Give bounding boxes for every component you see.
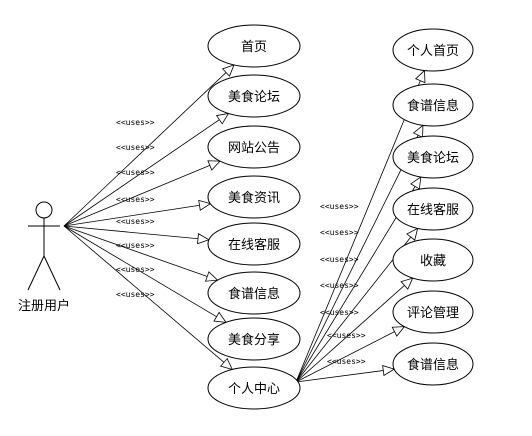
- primary-association-line: [63, 225, 233, 370]
- primary-stereotype-label: <<uses>>: [116, 265, 155, 274]
- use-case-label: 食谱信息: [407, 98, 459, 114]
- use-case-ellipse[interactable]: [207, 24, 301, 68]
- primary-association-line: [63, 225, 227, 323]
- center-association-line: [295, 326, 405, 383]
- primary-arrow-head: [215, 112, 230, 125]
- center-use-case-comment-manage[interactable]: 评论管理: [392, 290, 474, 334]
- use-case-ellipse[interactable]: [207, 366, 301, 410]
- primary-use-case-food-news[interactable]: 美食资讯: [207, 175, 301, 219]
- use-case-label: 在线客服: [407, 202, 459, 218]
- use-case-label: 个人首页: [407, 44, 459, 59]
- primary-stereotype-label: <<uses>>: [116, 195, 155, 204]
- primary-stereotype-label: <<uses>>: [116, 290, 155, 299]
- primary-association-line: [63, 225, 209, 241]
- use-case-layer: 首页美食论坛网站公告美食资讯在线客服食谱信息美食分享个人中心个人首页食谱信息美食…: [207, 24, 474, 410]
- center-arrow-head: [391, 326, 406, 337]
- center-use-case-favorites[interactable]: 收藏: [392, 238, 474, 282]
- primary-use-case-online-service[interactable]: 在线客服: [207, 222, 301, 266]
- center-arrow-head: [382, 365, 396, 377]
- primary-association-line: [63, 113, 229, 227]
- primary-arrow-head: [198, 199, 212, 211]
- primary-arrow-head: [221, 64, 235, 77]
- primary-use-case-site-notice[interactable]: 网站公告: [207, 125, 301, 169]
- use-case-label: 美食论坛: [407, 150, 459, 166]
- primary-stereotype-label: <<uses>>: [116, 118, 155, 127]
- actor-right-leg: [43, 255, 61, 291]
- center-use-case-personal-home[interactable]: 个人首页: [392, 28, 474, 72]
- center-stereotype-label: <<uses>>: [320, 255, 359, 264]
- center-stereotype-label: <<uses>>: [320, 308, 359, 317]
- primary-association-line: [63, 64, 235, 227]
- primary-use-case-recipe-info[interactable]: 食谱信息: [207, 271, 301, 315]
- use-case-ellipse[interactable]: [392, 187, 474, 231]
- use-case-label: 网站公告: [228, 141, 280, 156]
- center-stereotype-label: <<uses>>: [327, 357, 366, 366]
- primary-arrow-head: [219, 357, 234, 371]
- actor-left-leg: [27, 255, 45, 291]
- primary-arrow-head: [213, 311, 227, 323]
- use-case-label: 食谱信息: [407, 357, 459, 373]
- primary-stereotype-label: <<uses>>: [116, 168, 155, 177]
- use-case-label: 首页: [241, 40, 267, 55]
- center-association-line: [295, 368, 395, 383]
- primary-arrow-head: [197, 233, 210, 245]
- center-arrow-head: [406, 227, 419, 241]
- center-arrow-head: [414, 69, 426, 84]
- center-stereotype-label: <<uses>>: [327, 331, 366, 340]
- primary-stereotype-label: <<uses>>: [116, 217, 155, 226]
- center-use-case-center-food-forum[interactable]: 美食论坛: [392, 135, 474, 179]
- use-case-ellipse[interactable]: [392, 238, 474, 282]
- use-case-ellipse[interactable]: [207, 317, 301, 361]
- primary-association-line: [63, 225, 218, 281]
- center-association-line: [295, 277, 413, 383]
- use-case-label: 美食分享: [228, 332, 280, 348]
- use-case-ellipse[interactable]: [392, 290, 474, 334]
- center-use-case-center-online-service[interactable]: 在线客服: [392, 187, 474, 231]
- primary-use-case-home[interactable]: 首页: [207, 24, 301, 68]
- association-layer: <<uses>> <<uses>> <<uses>> <<uses>> <<uses>>…: [63, 64, 426, 383]
- center-stereotype-label: <<uses>>: [320, 281, 359, 290]
- center-arrow-head: [410, 176, 422, 190]
- primary-use-case-food-share[interactable]: 美食分享: [207, 317, 301, 361]
- use-case-ellipse[interactable]: [392, 28, 474, 72]
- use-case-ellipse[interactable]: [207, 222, 301, 266]
- center-stereotype-label: <<uses>>: [320, 202, 359, 211]
- use-case-label: 美食论坛: [228, 89, 280, 105]
- use-case-ellipse[interactable]: [207, 125, 301, 169]
- primary-association-line: [63, 160, 221, 227]
- use-case-label: 美食资讯: [228, 190, 280, 206]
- use-case-label: 评论管理: [407, 306, 459, 321]
- use-case-ellipse[interactable]: [392, 135, 474, 179]
- primary-association-line: [63, 203, 211, 227]
- use-case-ellipse[interactable]: [207, 175, 301, 219]
- use-case-label: 个人中心: [228, 382, 280, 397]
- center-stereotype-label: <<uses>>: [320, 228, 359, 237]
- actor-label: 注册用户: [18, 298, 70, 314]
- center-association-line: [295, 70, 425, 383]
- primary-stereotype-label: <<uses>>: [116, 143, 155, 152]
- center-use-case-center-recipe-info[interactable]: 食谱信息: [392, 83, 474, 127]
- center-arrow-head: [412, 124, 424, 139]
- use-case-ellipse[interactable]: [392, 342, 474, 386]
- primary-arrow-head: [207, 160, 221, 171]
- actor-head: [35, 201, 53, 219]
- primary-use-case-food-forum[interactable]: 美食论坛: [207, 74, 301, 118]
- use-case-label: 在线客服: [228, 237, 280, 253]
- primary-use-case-personal-center[interactable]: 个人中心: [207, 366, 301, 410]
- use-case-ellipse[interactable]: [207, 74, 301, 118]
- actor-registered-user: 注册用户: [18, 201, 70, 314]
- use-case-label: 收藏: [420, 254, 446, 269]
- use-case-label: 食谱信息: [228, 286, 280, 302]
- center-use-case-center-recipe-info-2[interactable]: 食谱信息: [392, 342, 474, 386]
- use-case-ellipse[interactable]: [207, 271, 301, 315]
- center-arrow-head: [400, 277, 414, 290]
- primary-stereotype-label: <<uses>>: [116, 241, 155, 250]
- use-case-ellipse[interactable]: [392, 83, 474, 127]
- primary-arrow-head: [204, 271, 219, 282]
